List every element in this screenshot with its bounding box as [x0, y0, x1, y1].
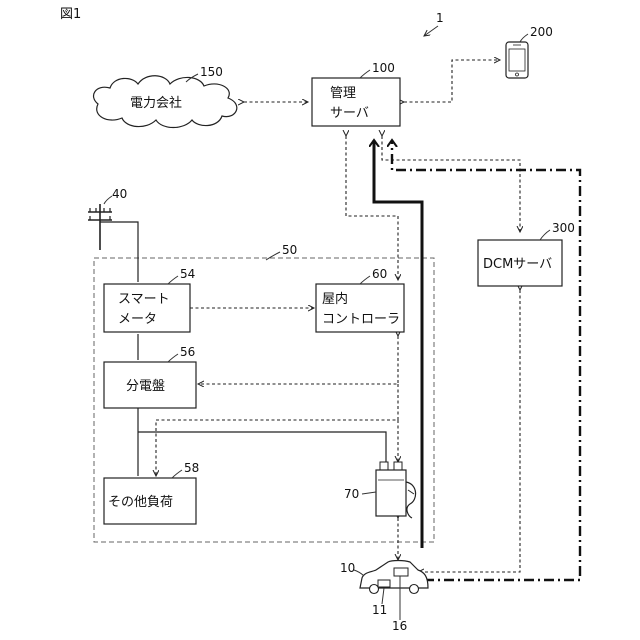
link-server-dcm [382, 136, 520, 232]
management-server-label-line1: 管理 [330, 86, 356, 101]
battery-unit-icon [378, 580, 390, 587]
distribution-board-box: 分電盤 [104, 362, 196, 408]
figure-label: 図1 [60, 7, 81, 22]
dcm-server-box: DCMサーバ [478, 240, 562, 286]
management-server-box: 管理 サーバ [312, 78, 400, 126]
house-ref-leader [266, 252, 280, 260]
power-company-label: 電力会社 [130, 95, 182, 111]
management-server-ref-leader [360, 70, 370, 78]
link-vehicle-server-dashdot [392, 140, 580, 580]
charger-ref-leader [362, 492, 376, 494]
dcm-server-ref: 300 [552, 221, 575, 235]
indoor-controller-label-line2: コントローラ [322, 312, 400, 327]
charger-ref: 70 [344, 487, 359, 501]
vehicle-unit-ref: 16 [392, 619, 407, 633]
management-server-ref: 100 [372, 61, 395, 75]
battery-ref-leader [382, 588, 384, 604]
indoor-controller-ref-leader [360, 276, 370, 284]
vehicle-ref: 10 [340, 561, 355, 575]
smartphone-icon [506, 42, 528, 78]
smart-meter-box: スマート メータ [104, 284, 190, 332]
indoor-controller-label-line1: 屋内 [322, 291, 348, 307]
vehicle-icon [360, 561, 428, 594]
utility-pole-ref: 40 [112, 187, 127, 201]
smartphone-ref: 200 [530, 25, 553, 39]
indoor-controller-box: 屋内 コントローラ [316, 284, 404, 332]
house-ref: 50 [282, 243, 297, 257]
distribution-board-ref: 56 [180, 345, 195, 359]
link-server-smartphone [404, 60, 500, 102]
system-ref-arrow [424, 26, 438, 36]
link-dcm-vehicle [418, 290, 520, 572]
utility-pole-icon [88, 204, 112, 250]
power-wire-pole-meter [100, 222, 138, 282]
vehicle-control-unit-icon [394, 568, 408, 576]
smart-meter-ref: 54 [180, 267, 195, 281]
other-loads-ref-leader [172, 470, 182, 478]
smart-meter-label-line1: スマート [118, 292, 170, 307]
charger-icon [376, 462, 416, 518]
indoor-controller-ref: 60 [372, 267, 387, 281]
smart-meter-label-line2: メータ [118, 312, 157, 327]
system-ref-label: 1 [436, 11, 444, 25]
management-server-label-line2: サーバ [330, 106, 369, 121]
dcm-server-label: DCMサーバ [483, 257, 552, 272]
power-wire-board-charger [138, 432, 386, 466]
vehicle-ref-leader [354, 570, 364, 576]
other-loads-label: その他負荷 [108, 495, 173, 510]
utility-pole-ref-leader [104, 196, 112, 204]
power-company-ref: 150 [200, 65, 223, 79]
other-loads-ref: 58 [184, 461, 199, 475]
dcm-server-ref-leader [540, 230, 550, 240]
distribution-board-label: 分電盤 [126, 379, 165, 394]
link-controller-board [198, 336, 398, 384]
battery-ref: 11 [372, 603, 387, 617]
other-loads-box: その他負荷 [104, 478, 196, 524]
distribution-board-ref-leader [168, 354, 178, 362]
power-company-cloud: 電力会社 [94, 76, 237, 128]
smartphone-ref-leader [520, 34, 528, 42]
smart-meter-ref-leader [168, 276, 178, 284]
